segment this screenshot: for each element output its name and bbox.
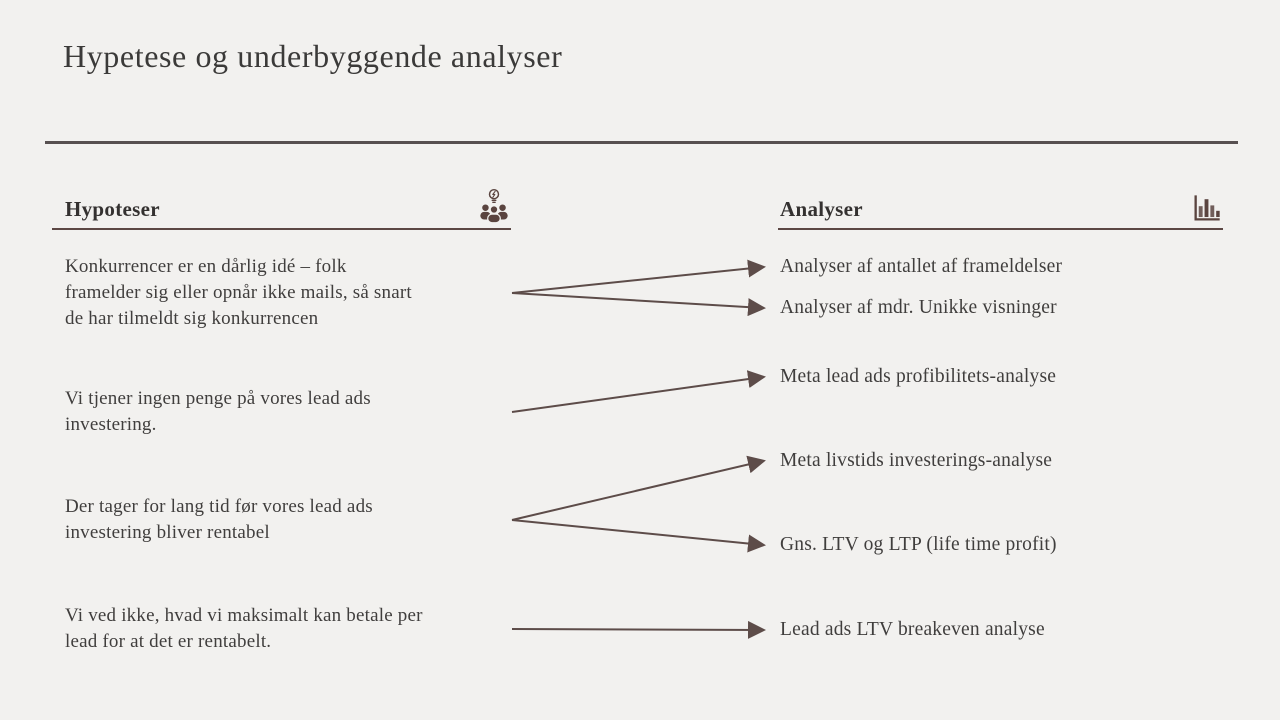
analysis-item: Analyser af mdr. Unikke visninger <box>780 297 1057 318</box>
connector-line <box>511 455 766 521</box>
analysis-item: Meta lead ads profibilitets-analyse <box>780 366 1057 387</box>
connector-line <box>511 259 766 294</box>
hypothesis-item: Vi ved ikke, hvad vi maksimalt kan betal… <box>65 605 423 652</box>
analysis-item: Lead ads LTV breakeven analyse <box>780 619 1045 640</box>
analysis-item: Meta livstids investerings-analyse <box>780 450 1053 471</box>
analyses-header: Analyser <box>780 197 863 221</box>
connector-line <box>511 370 766 413</box>
analysis-item: Analyser af antallet af frameldelser <box>780 256 1063 277</box>
analysis-item: Gns. LTV og LTP (life time profit) <box>780 534 1057 555</box>
bar-chart-icon <box>1191 193 1222 224</box>
connector-line <box>511 620 766 639</box>
analyses-underline <box>778 228 1223 230</box>
hypothesis-item: Der tager for lang tid før vores lead ad… <box>65 496 373 543</box>
hypotheses-header: Hypoteser <box>65 197 160 221</box>
connector-line <box>511 519 766 553</box>
slide-title: Hypetese og underbyggende analyser <box>63 38 563 74</box>
hypothesis-item: Vi tjener ingen penge på vores lead ads … <box>65 388 371 435</box>
title-divider <box>45 141 1238 144</box>
team-idea-icon <box>476 187 512 223</box>
hypotheses-underline <box>52 228 511 230</box>
connector-line <box>511 292 766 317</box>
hypothesis-item: Konkurrencer er en dårlig idé – folk fra… <box>65 256 412 329</box>
